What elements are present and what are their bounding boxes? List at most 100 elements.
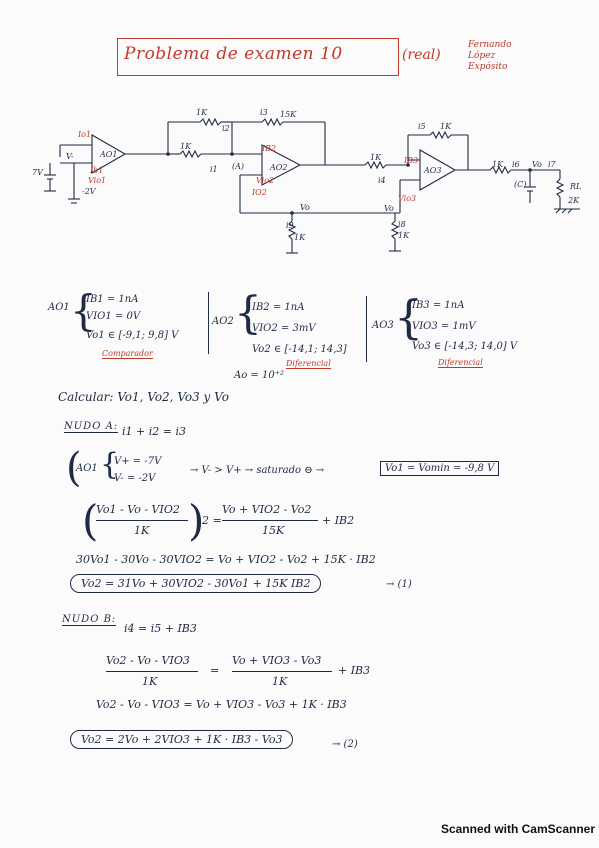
brace-ao1: {: [70, 286, 97, 335]
spec-ao3-line1: IB3 = 1nA: [412, 300, 465, 311]
label-ib2: IB2: [262, 144, 277, 153]
label-node-a: (A): [232, 162, 245, 171]
spec-ao2-name: AO2: [212, 316, 234, 327]
label-i8: i8: [398, 220, 406, 229]
label-v-in: 7V: [32, 168, 43, 177]
label-r8: 1K: [492, 160, 504, 169]
nudo-a-heading: NUDO A:: [64, 421, 119, 433]
label-vo: Vo: [300, 203, 310, 212]
spec-ao1-line1: IB1 = 1nA: [86, 294, 139, 305]
ao1-vminus: V- = -2V: [114, 473, 156, 484]
ao1-triangle: [91, 134, 127, 174]
label-vo-out: Vo: [532, 160, 542, 169]
spec-ao2-line1: IB2 = 1nA: [252, 302, 305, 313]
label-v-neg2: -2V: [82, 187, 96, 196]
spec-ao3-line3: Vo3 ∈ [-14,3; 14,0] V: [412, 341, 518, 352]
spec-ao2-line3: Vo2 ∈ [-14,1; 14,3]: [252, 344, 347, 355]
spec-ao2-line2: VIO2 = 3mV: [252, 323, 316, 334]
brace-ao1-reason: (: [66, 445, 82, 491]
label-rl-val: 2K: [568, 196, 580, 205]
eq1-frac-bar-right: [222, 520, 318, 521]
spec-ao3-line2: VIO3 = 1mV: [412, 321, 476, 332]
ao1-result: Vo1 = Vomin = -9,8 V: [380, 461, 500, 476]
label-io1: Io1: [78, 130, 92, 139]
author-line-1: Fernando: [468, 40, 512, 50]
eq1-paren-open: (: [82, 496, 99, 545]
spec-divider-1: [208, 292, 209, 354]
eq1-tail: + IB2: [322, 514, 355, 527]
label-i6: i6: [512, 160, 520, 169]
eq1-den-right: 15K: [262, 524, 285, 537]
nudo-a-eq: i1 + i2 = i3: [122, 425, 186, 438]
spec-ao-gain: Ao = 10⁺²: [234, 370, 284, 381]
title-suffix: (real): [402, 47, 441, 63]
eq1-num-right: Vo + VIO2 - Vo2: [222, 503, 312, 516]
label-i9: i9: [286, 221, 294, 230]
brace-ao3: {: [394, 290, 424, 344]
eq1-frac-bar-left: [96, 520, 188, 521]
eq1-num-left: Vo1 - Vo - VIO2: [96, 503, 180, 516]
eq6: Vo2 = 2Vo + 2VIO3 + 1K · IB3 - Vo3: [70, 730, 294, 749]
nudo-b-eq: i4 = i5 + IB3: [124, 622, 197, 635]
eq4-den-right: 1K: [272, 675, 288, 688]
ao1-reason: → V- > V+ → saturado ⊖ →: [190, 465, 325, 476]
label-r5: 1K: [440, 122, 452, 131]
eq1-mult: 2 =: [202, 514, 222, 527]
author-line-3: Expósito: [468, 62, 508, 72]
spec-ao1-caption: Comparador: [102, 349, 153, 359]
spec-ao1-line2: VIO1 = 0V: [86, 311, 141, 322]
eq4-eq: =: [210, 664, 220, 677]
label-r2: 1K: [180, 142, 192, 151]
eq4-num-left: Vo2 - Vo - VIO3: [106, 654, 190, 667]
eq6-tag: → (2): [332, 739, 358, 750]
spec-divider-2: [366, 296, 367, 362]
brace-ao1-inner: {: [100, 447, 120, 482]
ao1-name: AO1: [76, 463, 98, 474]
calcular-line: Calcular: Vo1, Vo2, Vo3 y Vo: [58, 390, 229, 404]
circuit-diagram: [44, 117, 580, 254]
ao2-triangle: [261, 144, 302, 186]
label-i2: i2: [222, 124, 230, 133]
eq4-frac-bar-left: [106, 671, 198, 672]
label-i4: i4: [378, 176, 386, 185]
label-ao3: AO3: [424, 166, 442, 175]
page-title: Problema de examen 10: [124, 44, 343, 64]
label-r1: 1K: [196, 108, 208, 117]
label-r4: 1K: [370, 153, 382, 162]
label-i5: i5: [418, 122, 426, 131]
label-ao2: AO2: [270, 163, 288, 172]
label-r7: 1K: [398, 231, 410, 240]
label-ib3: IB3: [404, 156, 419, 165]
eq2: 30Vo1 - 30Vo - 30VIO2 = Vo + VIO2 - Vo2 …: [76, 553, 376, 566]
ao1-vplus: V+ = -7V: [114, 456, 162, 467]
spec-ao3-caption: Diferencial: [438, 358, 483, 368]
eq5: Vo2 - Vo - VIO3 = Vo + VIO3 - Vo3 + 1K ·…: [96, 698, 347, 711]
eq4-tail: + IB3: [338, 664, 371, 677]
author-line-2: López: [468, 51, 496, 61]
spec-ao2-caption: Diferencial: [286, 359, 331, 369]
eq4-frac-bar-right: [232, 671, 332, 672]
label-vio1: Vio1: [88, 176, 107, 185]
eq1-den-left: 1K: [134, 524, 150, 537]
spec-ao1-line3: Vo1 ∈ [-9,1; 9,8] V: [86, 330, 179, 341]
label-node-c: (C): [514, 180, 527, 189]
eq3-tag: → (1): [386, 579, 412, 590]
nudo-b-heading: NUDO B:: [62, 614, 117, 626]
label-io2: IO2: [252, 188, 267, 197]
eq3: Vo2 = 31Vo + 30VIO2 - 30Vo1 + 15K IB2: [70, 574, 322, 593]
spec-ao1-name: AO1: [48, 302, 70, 313]
scanner-watermark: Scanned with CamScanner: [440, 822, 595, 836]
label-i1: i1: [210, 165, 218, 174]
spec-ao3-name: AO3: [372, 320, 394, 331]
eq4-den-left: 1K: [142, 675, 158, 688]
label-i7: i7: [548, 160, 556, 169]
label-v-minus: V-: [66, 152, 74, 161]
title-box: [117, 38, 399, 76]
label-vo-ao3: Vo: [384, 204, 394, 213]
label-ib1: Ib1: [90, 166, 104, 175]
label-rl: RL: [570, 182, 582, 191]
brace-ao2: {: [234, 288, 262, 339]
label-ao1: AO1: [100, 150, 118, 159]
eq4-num-right: Vo + VIO3 - Vo3: [232, 654, 322, 667]
label-vio2: Vio2: [256, 176, 275, 185]
